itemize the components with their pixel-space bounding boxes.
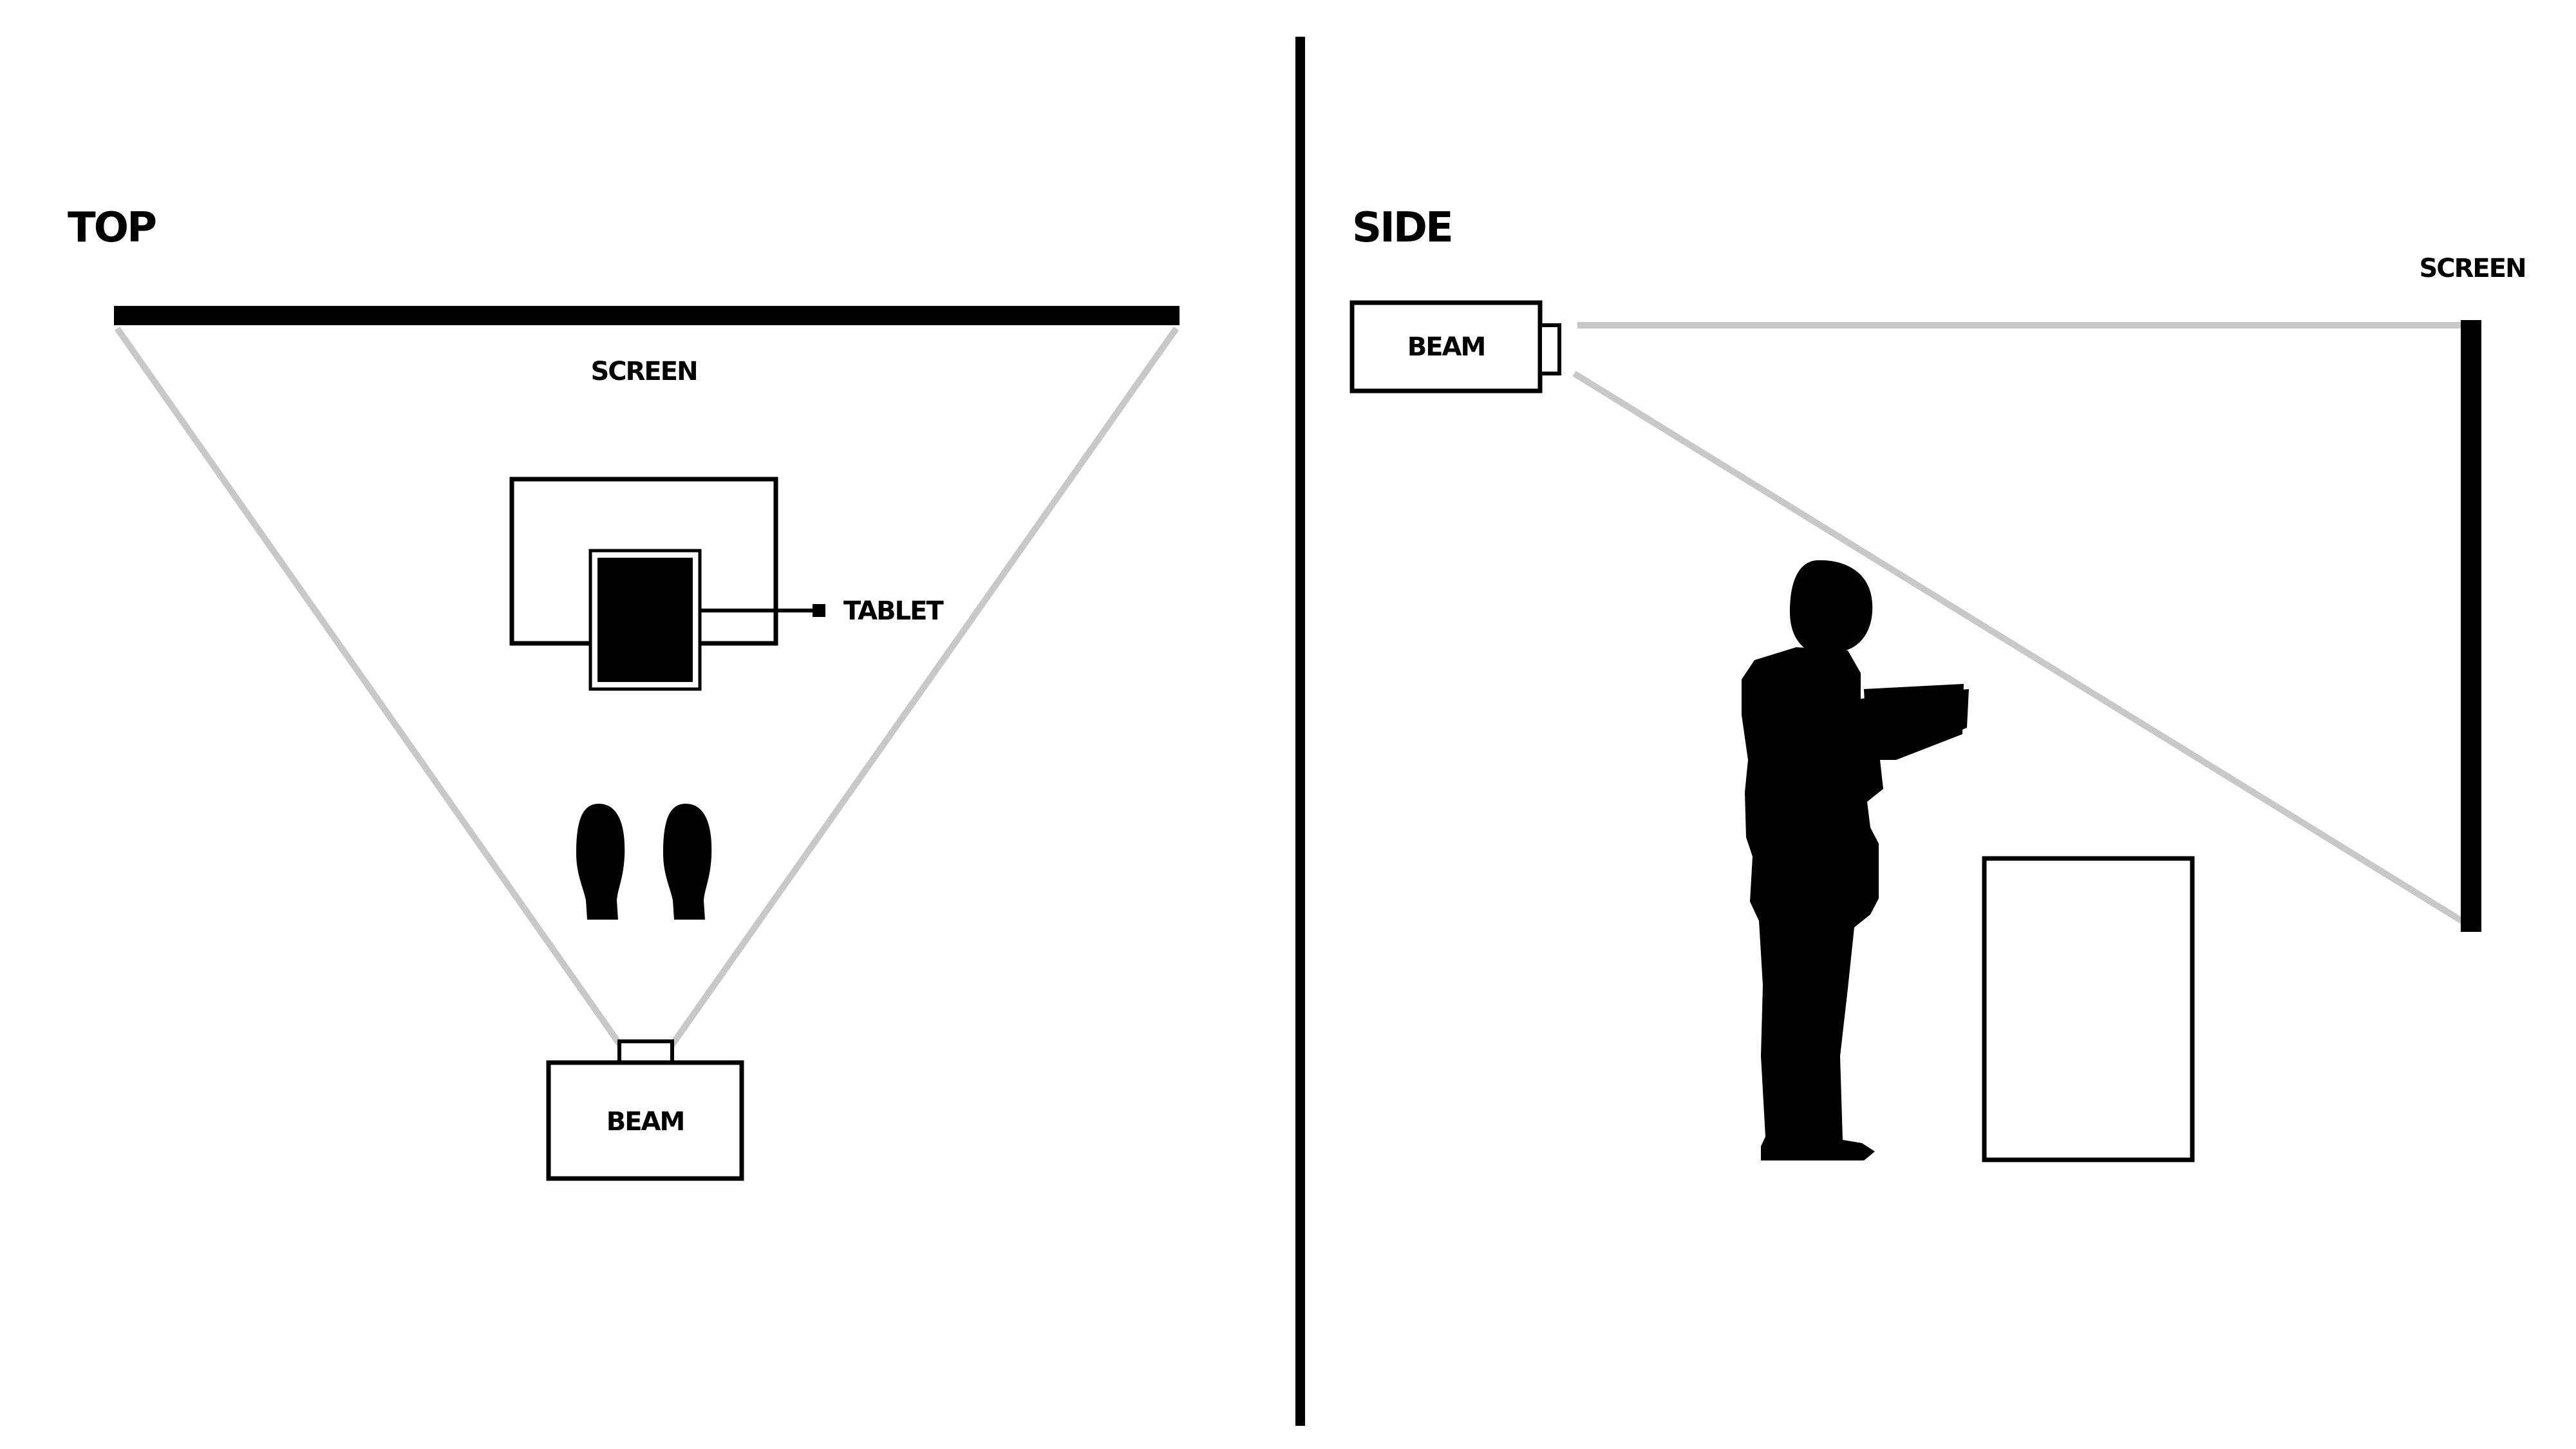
top-tablet-screen [597,558,693,682]
footprint-right [663,804,712,920]
person-body [1742,647,1969,1160]
top-projector-lens [617,1039,674,1065]
side-screen-label: SCREEN [2419,254,2525,283]
top-projector-body [546,1060,744,1181]
top-projection-ray-right [668,327,1180,1048]
person-tablet [1864,684,1964,760]
side-screen-bar [2461,320,2481,932]
top-screen-bar [114,306,1180,325]
footprint-left [576,804,625,920]
side-view: SIDE BEAM SCREEN [1349,204,2527,1162]
person-head [1790,560,1873,657]
side-table [1982,856,2195,1162]
side-projector-label: BEAM [1407,332,1485,362]
top-view: TOP SCREEN TABLET BEAM [68,204,1180,1181]
side-projector-lens [1538,323,1561,375]
tablet-label: TABLET [843,596,944,626]
side-view-title: SIDE [1352,204,1452,252]
footprints-icon [576,804,712,920]
top-projection-ray-left [114,327,625,1048]
top-view-title: TOP [68,204,156,252]
top-projector-label: BEAM [606,1107,684,1137]
tablet-leader-dot [813,604,825,617]
top-screen-label: SCREEN [590,357,697,386]
view-divider [1295,37,1305,1426]
person-silhouette-icon [1742,560,1969,1160]
side-projection-ray-bottom [1572,370,2474,931]
